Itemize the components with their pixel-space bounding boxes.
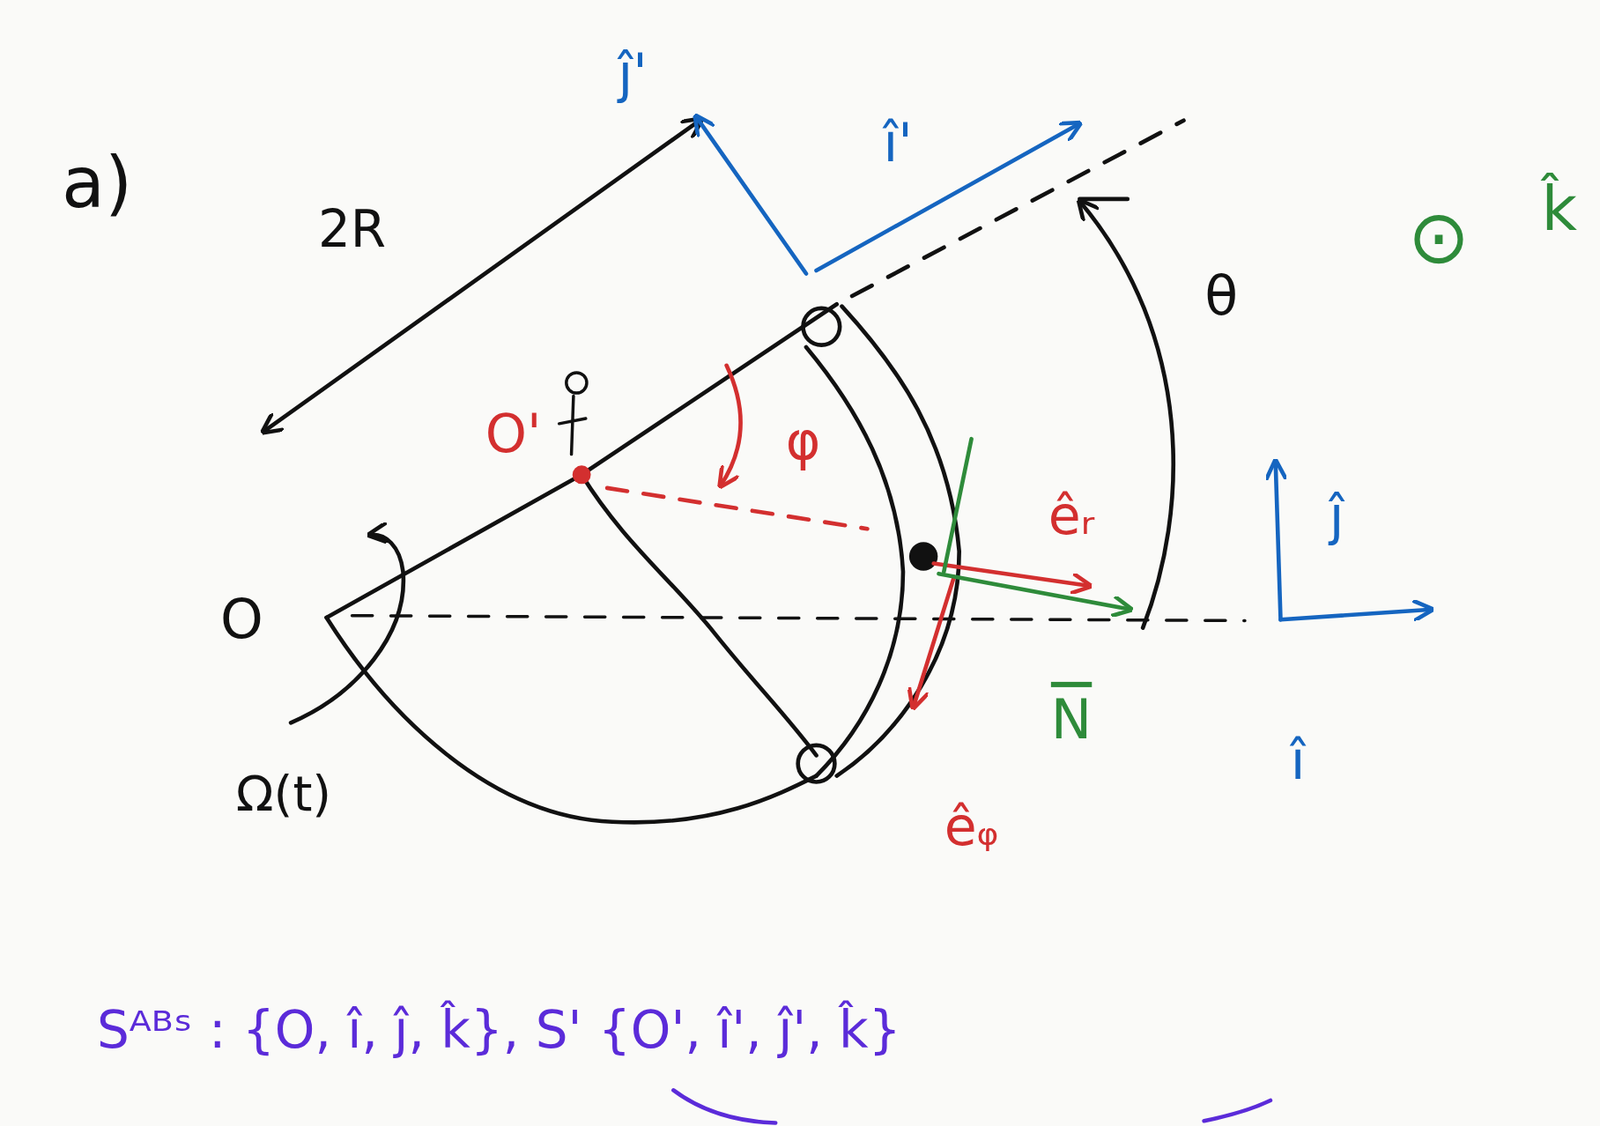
point-label: O xyxy=(220,589,264,650)
reference-frames-note: Sᴬᴮˢ : {O, î, ĵ, k̂}, S' {O', î', ĵ', k̂… xyxy=(96,1002,902,1060)
disk-outline xyxy=(326,617,817,823)
hinge xyxy=(798,745,836,783)
tangent-line xyxy=(943,438,971,572)
dimension-arrow xyxy=(263,119,702,433)
out-of-page-symbol: ⊙ xyxy=(1407,195,1470,277)
reference-line xyxy=(607,488,867,529)
hinge xyxy=(802,308,840,346)
disk-radius xyxy=(581,474,816,756)
theta-tick xyxy=(1079,197,1127,202)
phi-arc xyxy=(720,365,741,487)
unit-vector xyxy=(933,563,1090,586)
unit-vector xyxy=(913,577,955,708)
axis-label: ĵ' xyxy=(617,44,647,103)
point-label: O' xyxy=(485,404,542,463)
dimension-label: 2R xyxy=(318,201,386,259)
inner-arc xyxy=(806,347,904,777)
vector-label: êᵩ xyxy=(944,797,1000,856)
axis-label: ĵ xyxy=(1329,486,1345,545)
force-label: N xyxy=(1051,688,1092,749)
axis-arrow xyxy=(696,116,807,274)
axis-arrow xyxy=(1280,609,1431,621)
angular-velocity-label: Ω(t) xyxy=(236,766,332,822)
angle-label: θ xyxy=(1204,266,1238,326)
particle xyxy=(909,541,938,571)
axis-arrow xyxy=(816,123,1081,271)
brace xyxy=(1204,1100,1271,1121)
part-label: a) xyxy=(61,144,133,223)
axis-label: k̂ xyxy=(1540,175,1578,244)
center-point xyxy=(572,465,592,484)
omega-arc xyxy=(290,534,404,723)
angle-label: φ xyxy=(785,411,822,470)
theta-arc xyxy=(1079,200,1173,628)
outer-arc xyxy=(837,306,960,777)
vector-label: êᵣ xyxy=(1048,486,1095,545)
pivot-symbol xyxy=(559,396,586,455)
axis-arrow xyxy=(1275,461,1282,621)
brace xyxy=(673,1089,776,1123)
horizontal-reference xyxy=(352,615,1245,622)
axis-label: î xyxy=(1290,731,1306,790)
normal-force xyxy=(939,573,1132,610)
pivot-symbol xyxy=(566,372,587,393)
axis-label: î' xyxy=(883,113,913,172)
